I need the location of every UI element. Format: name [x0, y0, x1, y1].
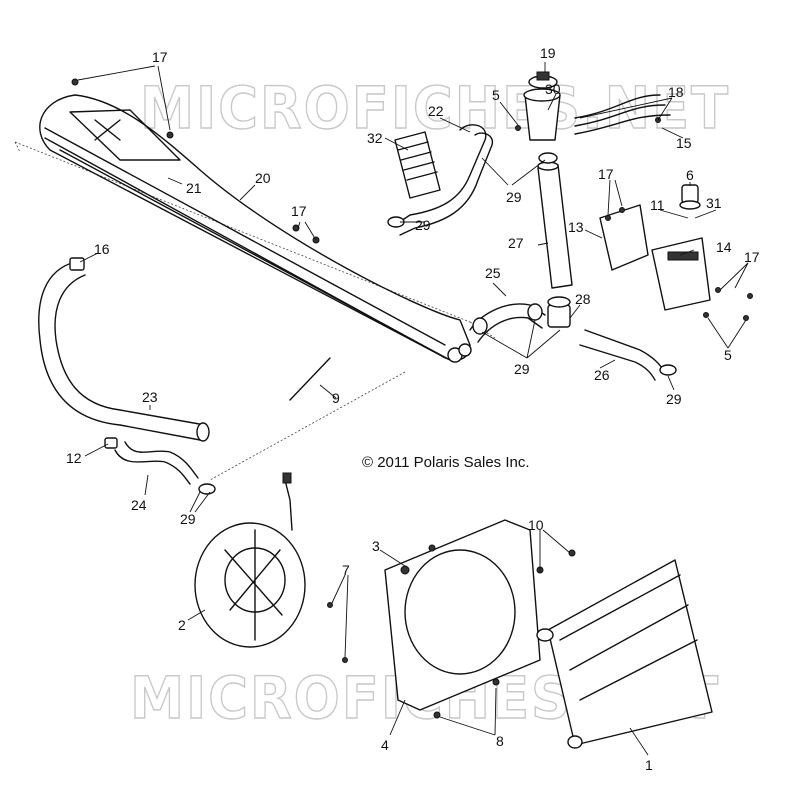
callout-32: 32	[367, 130, 383, 146]
callout-17: 17	[744, 249, 760, 265]
callout-11: 11	[650, 197, 665, 213]
callout-18: 18	[668, 84, 684, 100]
fasteners	[71, 78, 753, 719]
callout-13: 13	[568, 219, 584, 235]
callout-28: 28	[575, 291, 591, 307]
callout-3: 3	[372, 538, 380, 554]
callout-2: 2	[178, 617, 186, 633]
hose-23	[38, 257, 210, 442]
cap-6	[679, 184, 701, 210]
callout-5: 5	[724, 347, 732, 363]
copyright-text: © 2011 Polaris Sales Inc.	[362, 454, 530, 471]
callout-29: 29	[506, 189, 522, 205]
callout-29: 29	[514, 361, 530, 377]
bracket-13	[599, 204, 649, 271]
callout-21: 21	[186, 180, 202, 196]
callout-10: 10	[528, 517, 544, 533]
callout-14: 14	[716, 239, 732, 255]
callout-31: 31	[706, 195, 722, 211]
hose-32	[394, 131, 441, 199]
reservoir-14	[651, 237, 711, 311]
callout-6: 6	[686, 167, 694, 183]
shroud-4	[384, 519, 541, 711]
leader-lines	[77, 62, 749, 756]
hose-26	[579, 329, 666, 381]
callout-4: 4	[381, 737, 389, 753]
callout-1: 1	[645, 757, 653, 773]
clamps-29	[198, 152, 677, 495]
callout-labels: 17 19 18 5 30 22 15 32 21 20 29 6 17 11 …	[66, 45, 760, 773]
tee-28	[547, 296, 571, 328]
callout-17: 17	[152, 49, 168, 65]
callout-26: 26	[594, 367, 610, 383]
callout-24: 24	[131, 497, 147, 513]
hose-24	[104, 437, 199, 485]
callout-29: 29	[180, 511, 196, 527]
callout-30: 30	[545, 81, 561, 97]
watermark-top: MICROFICHES.NET	[140, 74, 730, 142]
radiator-1	[536, 559, 713, 749]
callout-15: 15	[676, 135, 692, 151]
callout-5: 5	[492, 87, 500, 103]
group-outline	[14, 141, 496, 481]
callout-17: 17	[291, 203, 307, 219]
callout-7: 7	[342, 562, 350, 578]
callout-22: 22	[428, 103, 444, 119]
callout-29: 29	[415, 217, 431, 233]
callout-12: 12	[66, 450, 82, 466]
tube-assembly-20	[39, 94, 472, 363]
callout-8: 8	[496, 733, 504, 749]
callout-19: 19	[540, 45, 556, 61]
callout-9: 9	[332, 390, 340, 406]
cap-19	[528, 71, 558, 89]
callout-27: 27	[508, 235, 524, 251]
callout-23: 23	[142, 389, 158, 405]
callout-20: 20	[255, 170, 271, 186]
tubes-18	[574, 94, 671, 135]
pipe-27	[537, 161, 573, 289]
callout-25: 25	[485, 265, 501, 281]
rod-9	[289, 357, 331, 401]
callout-16: 16	[94, 241, 110, 257]
callout-17: 17	[598, 166, 614, 182]
callout-29: 29	[666, 391, 682, 407]
fan-2	[194, 472, 306, 648]
filler-neck-30	[523, 88, 561, 141]
hose-22	[394, 124, 494, 236]
